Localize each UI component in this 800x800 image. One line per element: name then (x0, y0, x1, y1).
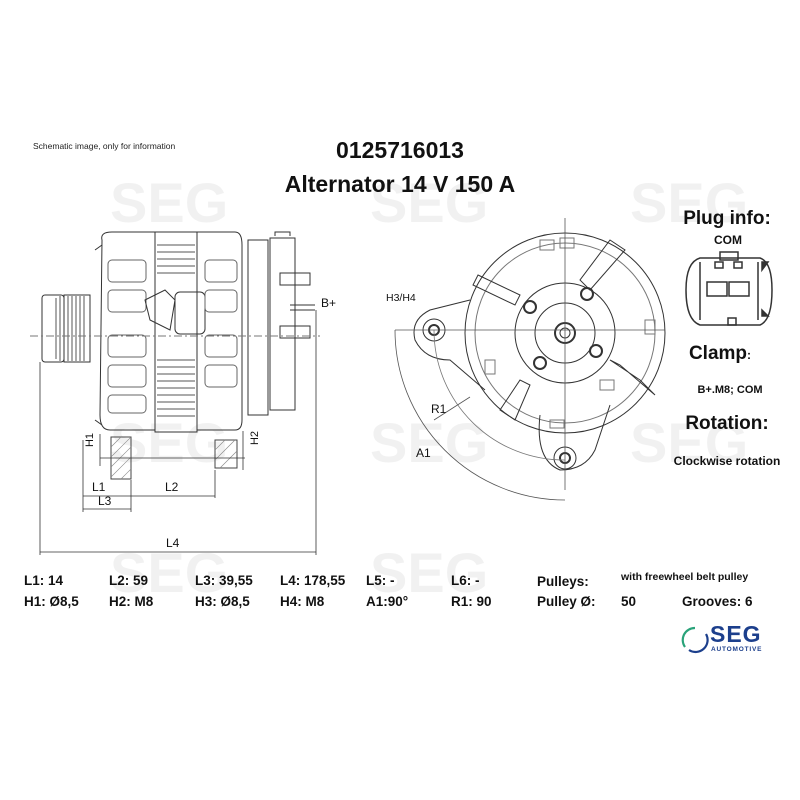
watermark: SEG (370, 541, 489, 604)
plug-info-value: COM (714, 233, 742, 247)
spec-h2: H2: M8 (109, 594, 153, 609)
spec-l6: L6: - (451, 573, 480, 588)
spec-h1: H1: Ø8,5 (24, 594, 79, 609)
spec-h4: H4: M8 (280, 594, 324, 609)
clamp-heading: Clamp: (660, 343, 780, 365)
spec-label: L6: (451, 573, 472, 588)
pulley-icon (41, 294, 65, 363)
spec-value: 59 (133, 573, 149, 588)
spec-label: L5: (366, 573, 387, 588)
spec-label: H3: (195, 594, 217, 609)
spec-pulleys-label: Pulleys: (537, 574, 589, 589)
product-title: Alternator 14 V 150 A (284, 171, 516, 197)
spec-value: 178,55 (304, 573, 346, 588)
disclaimer-text: Schematic image, only for information (33, 141, 176, 151)
spec-label: H4: (280, 594, 302, 609)
spec-l5: L5: - (366, 573, 395, 588)
spec-label: H1: (24, 594, 46, 609)
watermark: SEG (370, 411, 489, 474)
watermark: SEG (630, 171, 749, 234)
spec-value: Ø8,5 (220, 594, 250, 609)
spec-pulleys-value: with freewheel belt pulley (621, 571, 749, 583)
spec-value: - (475, 573, 480, 588)
label-b-plus: B+ (321, 296, 337, 310)
spec-value: 90° (387, 594, 409, 609)
spec-l3: L3: 39,55 (195, 573, 253, 588)
spec-r1: R1: 90 (451, 594, 492, 609)
spec-label: L3: (195, 573, 216, 588)
label-r1: R1 (431, 402, 447, 416)
spec-label: A1: (366, 594, 388, 609)
watermark: SEG (110, 411, 229, 474)
label-h2: H2 (249, 430, 262, 446)
spec-value: 14 (48, 573, 64, 588)
spec-l4: L4: 178,55 (280, 573, 345, 588)
spec-a1: A1:90° (366, 594, 408, 609)
spec-pulley-diameter-value: 50 (621, 594, 637, 609)
watermark: SEG (110, 171, 229, 234)
spec-value: 39,55 (219, 573, 253, 588)
clamp-colon: : (747, 348, 752, 362)
spec-label: L1: (24, 573, 45, 588)
spec-value: 6 (745, 594, 753, 609)
watermark: SEG (110, 541, 229, 604)
spec-value: 90 (476, 594, 492, 609)
label-h3h4: H3/H4 (386, 292, 416, 304)
label-l3: L3 (98, 494, 112, 508)
spec-value: M8 (134, 594, 154, 609)
spec-value: M8 (305, 594, 325, 609)
spec-label: L2: (109, 573, 130, 588)
logo-text: SEG (710, 621, 762, 647)
watermark: SEG (370, 171, 489, 234)
spec-label: L4: (280, 573, 301, 588)
clamp-value: B+.M8; COM (697, 384, 763, 396)
spec-l2: L2: 59 (109, 573, 148, 588)
watermark: SEG (630, 411, 749, 474)
spec-label: H2: (109, 594, 131, 609)
label-a1: A1 (416, 446, 431, 460)
rotation-heading: Rotation: (685, 413, 769, 434)
plug-info-heading: Plug info: (683, 208, 771, 229)
spec-pulley-diameter-label: Pulley Ø: (537, 594, 596, 609)
spec-label: R1: (451, 594, 473, 609)
spec-label: Grooves: (682, 594, 742, 609)
logo-ring-icon (681, 626, 709, 654)
spec-h3: H3: Ø8,5 (195, 594, 250, 609)
label-l1: L1 (92, 480, 106, 494)
clamp-label: Clamp (688, 343, 748, 364)
spec-value: Ø8,5 (49, 594, 79, 609)
label-l4: L4 (166, 536, 180, 550)
part-number: 0125716013 (336, 137, 464, 163)
spec-value: - (390, 573, 395, 588)
logo-subtext: AUTOMOTIVE (711, 646, 763, 653)
label-h1: H1 (84, 432, 97, 448)
spec-l1: L1: 14 (24, 573, 63, 588)
spec-grooves: Grooves: 6 (682, 594, 753, 609)
rotation-value: Clockwise rotation (673, 454, 781, 468)
seg-logo: SEG AUTOMOTIVE (680, 621, 780, 658)
label-l2: L2 (165, 480, 179, 494)
